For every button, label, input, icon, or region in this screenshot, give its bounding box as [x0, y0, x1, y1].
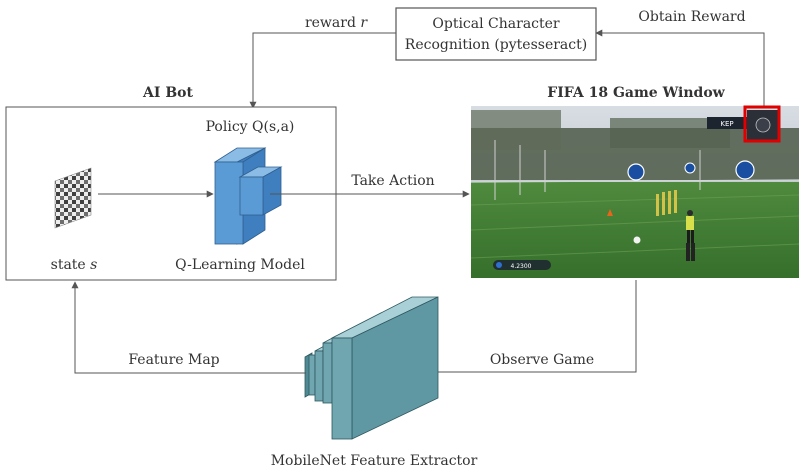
reward-variable: r — [360, 15, 368, 31]
score-chip: 4.2300 — [493, 260, 551, 270]
scoreboard: KEP — [707, 117, 747, 129]
ai-bot-title: AI Bot — [142, 85, 193, 101]
feature-map-label: Feature Map — [128, 352, 219, 368]
take-action-arrow: Take Action — [270, 173, 470, 198]
ball — [633, 236, 641, 244]
feature-map-arrow: Feature Map — [71, 281, 306, 374]
ocr-line2: Recognition (pytesseract) — [405, 37, 587, 53]
reward-highlight-box — [743, 105, 781, 143]
take-action-label: Take Action — [351, 173, 434, 189]
ai-bot-box: Policy Q(s,a) state s Q-Learning Model — [5, 106, 337, 281]
scoreboard-text: KEP — [720, 120, 733, 128]
game-window-screenshot: KEP 4.2300 — [470, 105, 799, 278]
ocr-box: Optical Character Recognition (pytessera… — [395, 7, 597, 61]
observe-game-arrow: Observe Game — [397, 280, 637, 376]
player-figure — [686, 210, 695, 261]
obtain-reward-label: Obtain Reward — [638, 9, 745, 25]
score-chip-text: 4.2300 — [511, 263, 532, 270]
extractor-label: MobileNet Feature Extractor — [271, 453, 478, 469]
reward-label: reward r — [305, 15, 368, 31]
state-variable: s — [90, 257, 97, 273]
state-image — [54, 167, 92, 229]
observe-game-label: Observe Game — [490, 352, 594, 368]
state-text: state — [51, 257, 91, 273]
ocr-line1: Optical Character — [432, 16, 560, 32]
q-learning-model-icon — [213, 147, 283, 245]
mobilenet-extractor-icon — [304, 296, 439, 440]
state-label: state s — [51, 257, 98, 273]
reward-text: reward — [305, 15, 360, 31]
game-window-title: FIFA 18 Game Window — [547, 85, 725, 101]
reward-arrow: reward r — [249, 15, 396, 109]
policy-label: Policy Q(s,a) — [206, 119, 295, 135]
obtain-reward-arrow: Obtain Reward — [595, 9, 765, 107]
q-learning-model-label: Q-Learning Model — [175, 257, 305, 273]
